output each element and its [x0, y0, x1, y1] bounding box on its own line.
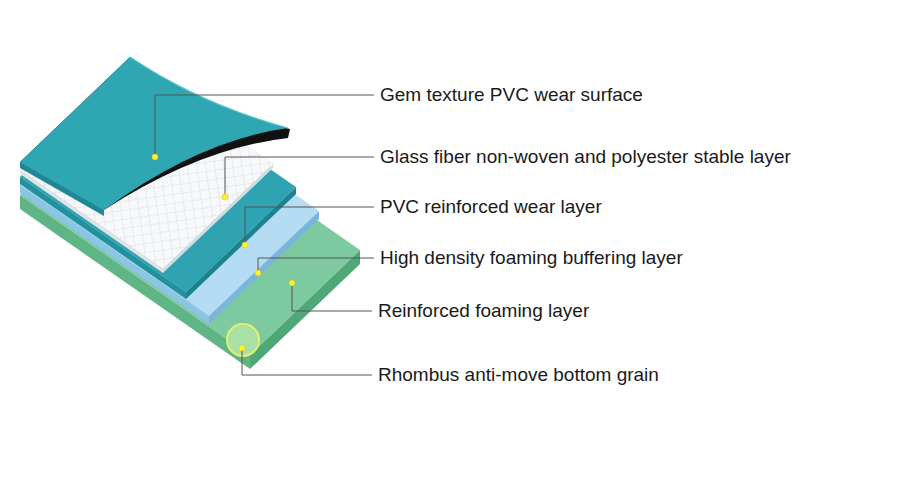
- callout-label: Reinforced foaming layer: [378, 300, 589, 323]
- callout-label: High density foaming buffering layer: [380, 247, 683, 270]
- callout-label: PVC reinforced wear layer: [380, 196, 602, 219]
- leader-dots: [152, 154, 295, 351]
- callout-label: Gem texture PVC wear surface: [380, 84, 643, 107]
- callout-label: Glass fiber non-woven and polyester stab…: [380, 146, 791, 169]
- leader-lines: [155, 95, 374, 375]
- callout-label: Rhombus anti-move bottom grain: [378, 364, 659, 387]
- bottom-grain-highlight: [227, 324, 259, 356]
